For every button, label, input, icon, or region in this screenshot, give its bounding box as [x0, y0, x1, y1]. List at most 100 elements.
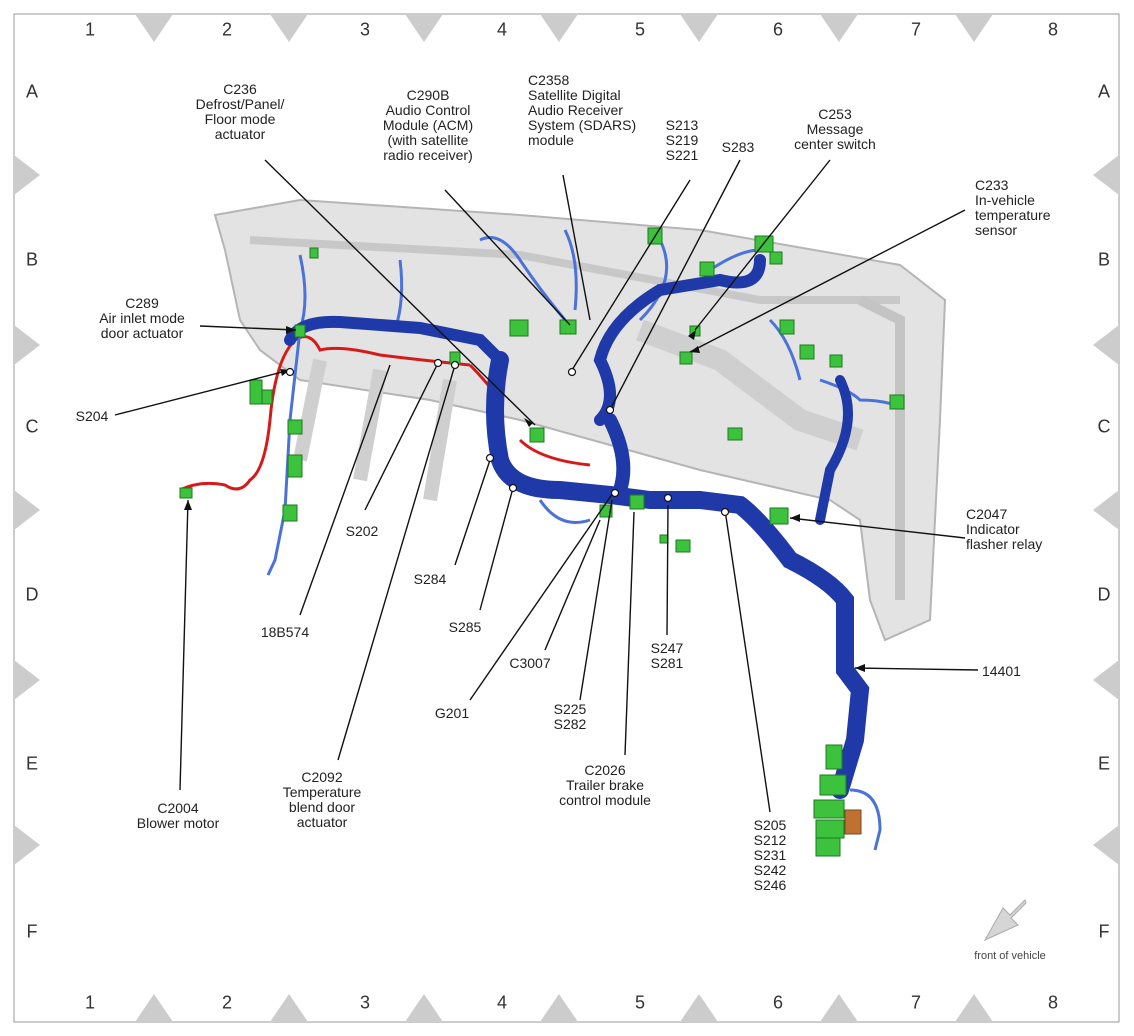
callout-line: module — [528, 132, 574, 148]
callout-line: C253 — [818, 106, 852, 122]
callout-s202: S202 — [346, 524, 379, 539]
diagram-border — [13, 13, 1120, 1023]
grid-col-3-bottom: 3 — [359, 992, 371, 1013]
callout-line: Trailer brake — [565, 777, 645, 793]
callout-line: S281 — [650, 655, 684, 671]
callout-line: S204 — [75, 408, 109, 424]
callout-line: C236 — [223, 81, 257, 97]
grid-row-a-left: A — [25, 81, 39, 102]
grid-triangles — [14, 14, 1119, 1022]
callout-line: (with satellite — [387, 132, 469, 148]
callout-line: Temperature — [282, 784, 362, 800]
callout-s247: S247 S281 — [651, 641, 684, 671]
callout-18b574: 18B574 — [261, 625, 309, 640]
callout-line: C2004 — [157, 800, 199, 816]
grid-row-b-right: B — [1097, 249, 1111, 270]
front-of-vehicle-label: front of vehicle — [974, 950, 1046, 962]
callout-line: S225 — [553, 701, 587, 717]
callout-line: S283 — [721, 139, 755, 155]
callout-line: S285 — [448, 619, 482, 635]
front-of-vehicle-arrow-icon — [983, 899, 1027, 942]
grid-row-d-left: D — [25, 584, 39, 605]
callout-line: center switch — [794, 136, 876, 152]
callout-line: blend door — [288, 799, 356, 815]
callout-s205: S205 S212 S231 S242 S246 — [754, 818, 787, 893]
callout-line: control module — [559, 792, 651, 808]
callout-line: temperature — [975, 207, 1051, 223]
grid-row-e-left: E — [25, 753, 39, 774]
callout-g201: G201 — [435, 706, 469, 721]
callout-14401: 14401 — [982, 664, 1021, 679]
callout-c236: C236 Defrost/Panel/ Floor mode actuator — [196, 82, 285, 142]
callout-line: door actuator — [100, 325, 184, 341]
callout-c290b: C290B Audio Control Module (ACM) (with s… — [383, 88, 473, 163]
grid-col-1-bottom: 1 — [84, 992, 96, 1013]
callout-line: Blower motor — [136, 815, 220, 831]
callout-line: C2358 — [528, 72, 570, 88]
grid-col-8-top: 8 — [1047, 19, 1059, 40]
callout-line: actuator — [214, 126, 266, 142]
grid-row-f-right: F — [1098, 921, 1110, 942]
callout-line: S284 — [413, 571, 447, 587]
callout-c289: C289 Air inlet mode door actuator — [99, 296, 185, 341]
grid-row-c-right: C — [1097, 416, 1111, 437]
grid-col-4-bottom: 4 — [496, 992, 508, 1013]
callout-s285: S285 — [449, 620, 482, 635]
callout-line: C290B — [406, 87, 450, 103]
grid-col-1-top: 1 — [84, 19, 96, 40]
callout-line: radio receiver) — [383, 147, 473, 163]
callout-line: 14401 — [982, 663, 1021, 679]
callout-c233: C233 In-vehicle temperature sensor — [975, 178, 1050, 238]
callout-line: C233 — [975, 177, 1009, 193]
grid-row-a-right: A — [1097, 81, 1111, 102]
grid-col-6-bottom: 6 — [772, 992, 784, 1013]
grid-col-5-bottom: 5 — [634, 992, 646, 1013]
callout-line: S247 — [650, 640, 684, 656]
connectors — [179, 227, 905, 857]
callout-s284: S284 — [414, 572, 447, 587]
callout-line: S231 — [753, 847, 787, 863]
callout-line: C3007 — [509, 655, 551, 671]
grid-row-e-right: E — [1097, 753, 1111, 774]
callout-line: Defrost/Panel/ — [195, 96, 285, 112]
callout-s225: S225 S282 — [554, 702, 587, 732]
callout-c2358: C2358 Satellite Digital Audio Receiver S… — [528, 73, 636, 148]
callout-line: Message — [806, 121, 864, 137]
callout-c2026: C2026 Trailer brake control module — [559, 763, 651, 808]
callout-line: G201 — [434, 705, 470, 721]
grid-col-7-bottom: 7 — [910, 992, 922, 1013]
callout-line: C2092 — [301, 769, 343, 785]
callout-s204: S204 — [76, 409, 109, 424]
grid-col-8-bottom: 8 — [1047, 992, 1059, 1013]
leader-lines — [114, 159, 979, 813]
callout-line: Air inlet mode — [99, 310, 185, 326]
callout-line: C289 — [125, 295, 159, 311]
callout-line: Audio Receiver — [528, 102, 623, 118]
callout-s213: S213 S219 S221 — [666, 118, 699, 163]
callout-line: S205 — [753, 817, 787, 833]
grid-col-5-top: 5 — [634, 19, 646, 40]
grid-col-2-top: 2 — [221, 19, 233, 40]
callout-line: S212 — [753, 832, 787, 848]
grid-col-2-bottom: 2 — [221, 992, 233, 1013]
callout-s283: S283 — [722, 140, 755, 155]
callout-c2092: C2092 Temperature blend door actuator — [283, 770, 362, 830]
callout-line: Satellite Digital — [528, 87, 621, 103]
callout-line: S242 — [753, 862, 787, 878]
grid-col-4-top: 4 — [496, 19, 508, 40]
callout-line: flasher relay — [966, 536, 1043, 552]
callout-c2004: C2004 Blower motor — [137, 801, 219, 831]
callout-line: Audio Control — [385, 102, 471, 118]
grid-col-6-top: 6 — [772, 19, 784, 40]
callout-c2047: C2047 Indicator flasher relay — [966, 507, 1042, 552]
callout-c253: C253 Message center switch — [794, 107, 876, 152]
callout-line: C2026 — [584, 762, 626, 778]
callout-line: S219 — [665, 132, 699, 148]
splice-markers — [285, 358, 730, 517]
grid-row-b-left: B — [25, 249, 39, 270]
callout-line: sensor — [975, 222, 1018, 238]
callout-line: Module (ACM) — [382, 117, 474, 133]
callout-line: S221 — [665, 147, 699, 163]
main-harness — [284, 254, 870, 799]
